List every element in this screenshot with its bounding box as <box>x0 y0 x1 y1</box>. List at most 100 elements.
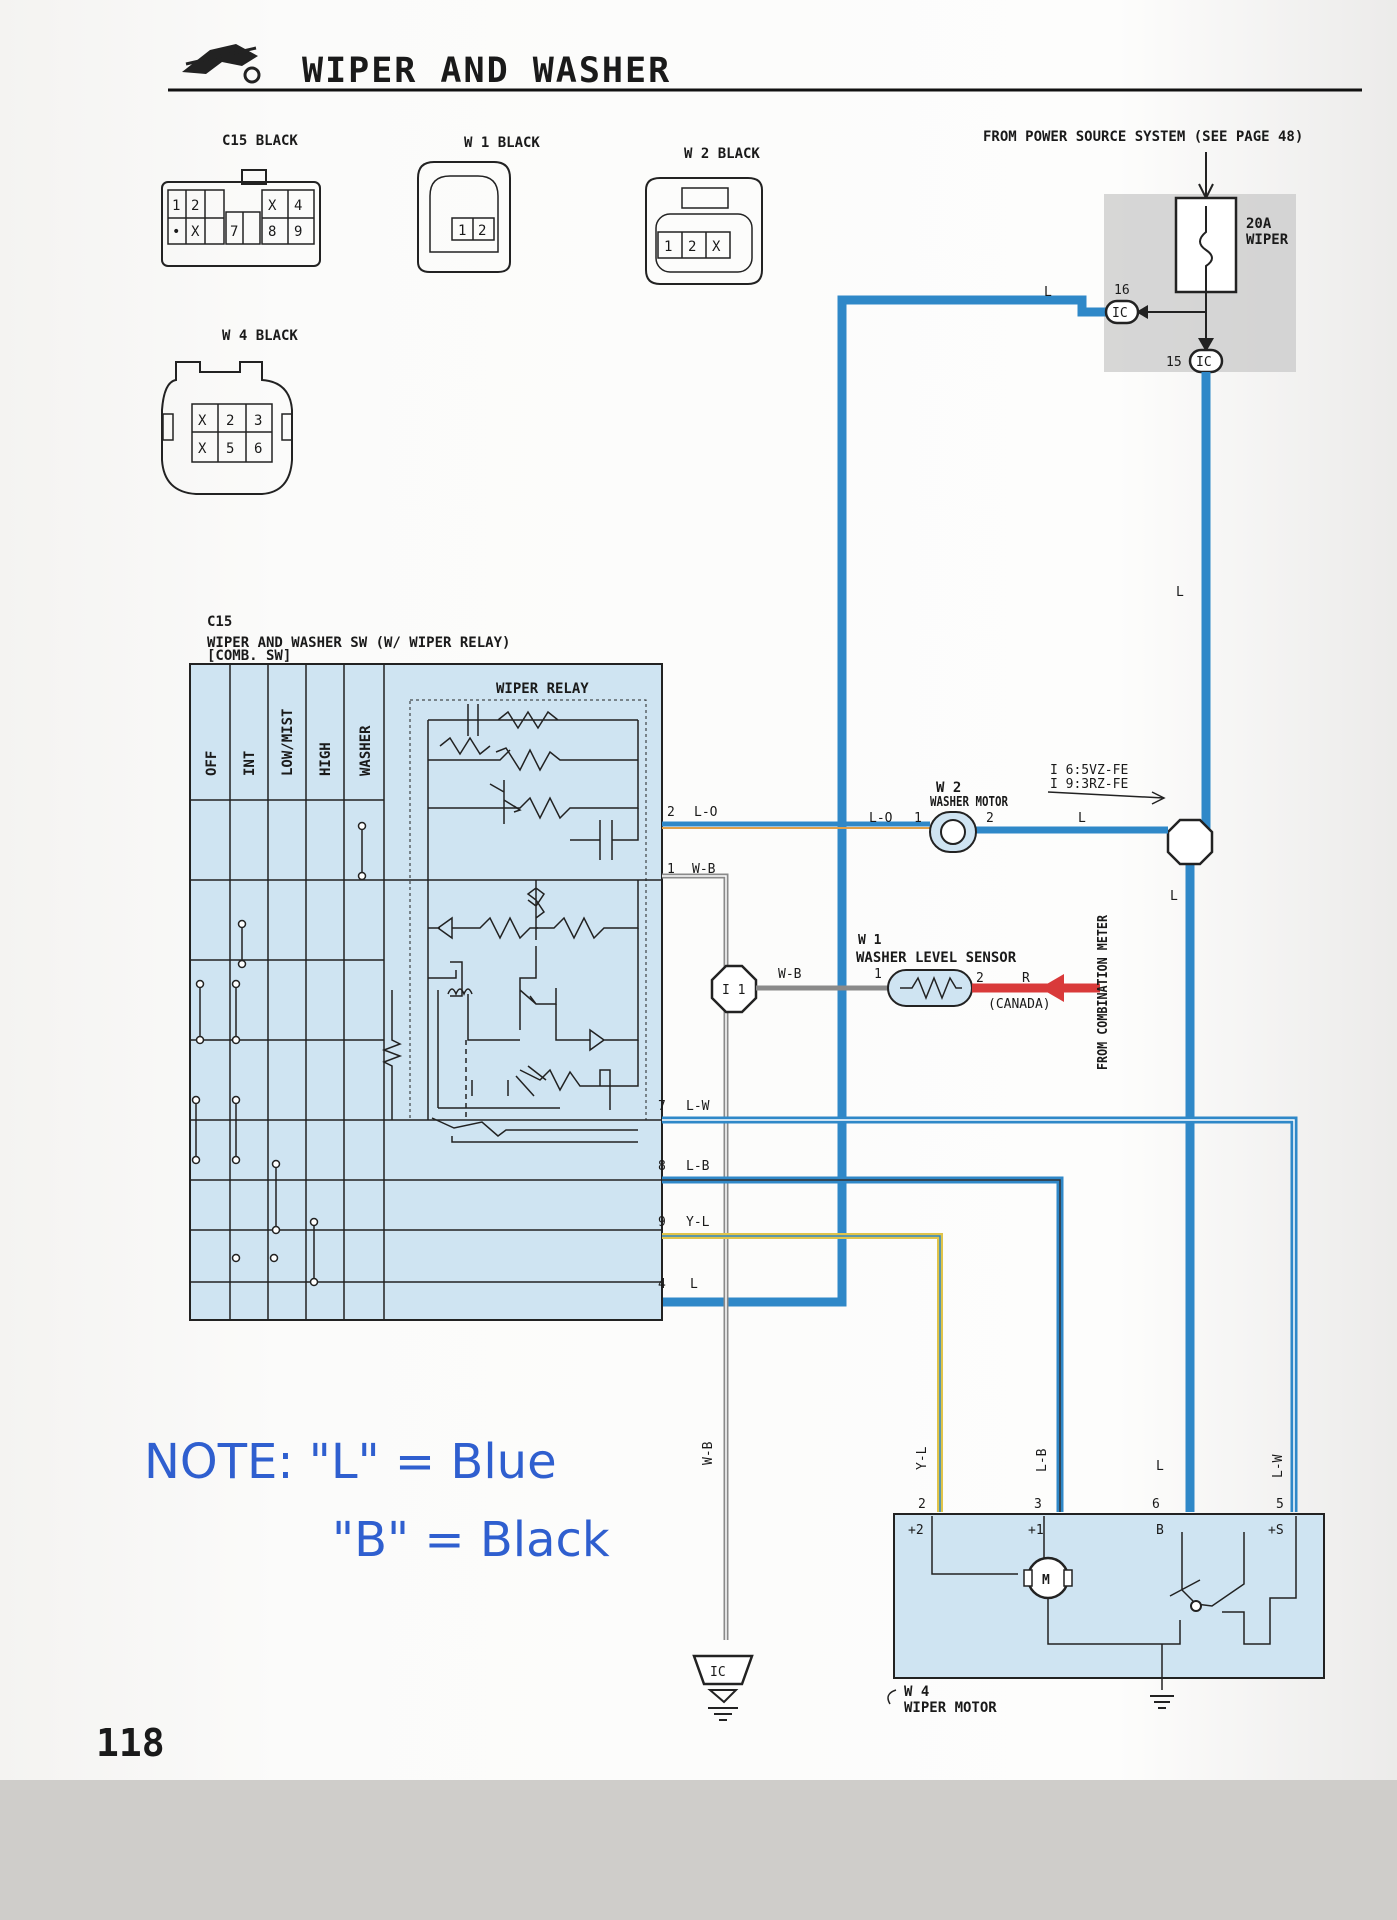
relay-box <box>409 699 647 1121</box>
washer-motor-icon <box>940 819 966 845</box>
w2-pin-x: X <box>712 239 721 255</box>
connector-w4 <box>161 361 293 495</box>
w4-pin-x2: X <box>198 441 207 457</box>
wiper-pin-3: 3 <box>1034 1497 1042 1512</box>
wiper-pin-5: 5 <box>1276 1497 1284 1512</box>
sensor-wire-right: R <box>1022 971 1030 986</box>
switch-block-frame <box>189 663 663 1321</box>
fuse-name: WIPER <box>1246 232 1289 248</box>
switch-subtitle: [COMB. SW] <box>207 648 291 664</box>
junction-16-number: 16 <box>1114 283 1130 298</box>
connector-w4-label: W 4 BLACK <box>222 328 298 344</box>
c15-pin-4: 4 <box>294 198 302 214</box>
switch-title: WIPER AND WASHER SW (W/ WIPER RELAY) <box>207 635 510 651</box>
wire-pin-4: 4 <box>658 1277 666 1292</box>
switch-ref: C15 <box>207 614 232 630</box>
connector-w2-label: W 2 BLACK <box>684 146 760 162</box>
wiper-term-2: +2 <box>908 1523 924 1538</box>
fuse-rating: 20A <box>1246 216 1272 232</box>
junction-i1 <box>710 964 758 1014</box>
svg-text:IC: IC <box>1196 355 1212 370</box>
wire-label-lw-vert: L-W <box>1271 1454 1286 1478</box>
washer-motor-label: WASHER MOTOR <box>930 795 1008 810</box>
c15-pin-8: 8 <box>268 224 276 240</box>
c15-pin-1: 1 <box>172 198 180 214</box>
wire-label-right-l: L <box>1176 585 1184 600</box>
switch-block-tint <box>190 664 662 1320</box>
sensor-label: WASHER LEVEL SENSOR <box>856 950 1017 966</box>
column-high: HIGH <box>318 742 334 776</box>
wiper-term-s: +S <box>1268 1523 1284 1538</box>
w4-pin-x1: X <box>198 413 207 429</box>
wire-label-top-l: L <box>1044 285 1052 300</box>
wire-code-8: L-B <box>686 1159 710 1174</box>
splice-note-line2: I 9:3RZ-FE <box>1050 777 1128 792</box>
relay-circuit <box>381 704 639 1143</box>
sensor-note: (CANADA) <box>988 997 1051 1012</box>
connector-w1-label: W 1 BLACK <box>464 135 540 151</box>
wire-l-b-pin8 <box>662 1176 1064 1512</box>
wire-label-lower-l: L <box>1156 1459 1164 1474</box>
wire-label-wb-vert: W-B <box>701 1441 716 1465</box>
column-off: OFF <box>204 751 220 776</box>
note-line2: "B" = Black <box>332 1512 610 1568</box>
w2-pin-1: 1 <box>664 239 672 255</box>
page-title: WIPER AND WASHER <box>302 51 671 91</box>
wiper-ground-icon <box>1150 1695 1174 1709</box>
wiper-motor-ref: W 4 <box>904 1684 929 1700</box>
wire-pin-9: 9 <box>658 1215 666 1230</box>
switch-contacts <box>191 821 367 1287</box>
wiper-cam-switch <box>1190 1600 1202 1612</box>
ground-ic <box>692 1654 754 1686</box>
sensor-pin-2: 2 <box>976 971 984 986</box>
wire-l-fuse-to-motor <box>1185 372 1211 1512</box>
connector-w2 <box>645 177 763 285</box>
wire-code-7: L-W <box>686 1099 710 1114</box>
w2-pin-2: 2 <box>688 239 696 255</box>
power-source-note: FROM POWER SOURCE SYSTEM (SEE PAGE 48) <box>983 129 1303 145</box>
wiper-motor-m: M <box>1042 1573 1050 1588</box>
connector-c15-label: C15 BLACK <box>222 133 298 149</box>
junction-15: IC <box>1188 348 1224 374</box>
ground-icon <box>707 1689 739 1721</box>
c15-pin-x1: X <box>268 198 277 214</box>
wiper-term-b: B <box>1156 1523 1164 1538</box>
wiper-motor-internals <box>931 1516 1297 1690</box>
fuse-element-icon <box>1199 206 1213 292</box>
washer-wire-out: L <box>1078 811 1086 826</box>
w1-pin-2: 2 <box>478 223 486 239</box>
wire-code-4: L <box>690 1277 698 1292</box>
junction-i1-label: I 1 <box>722 983 745 998</box>
connector-w1 <box>417 161 511 273</box>
header-icon <box>182 44 261 84</box>
sensor-from-label: FROM COMBINATION METER <box>1096 915 1111 1070</box>
w4-pin-3: 3 <box>254 413 262 429</box>
connector-c15 <box>161 169 321 267</box>
column-washer: WASHER <box>358 725 374 776</box>
c15-pin-9: 9 <box>294 224 302 240</box>
wire-y-l-pin9 <box>662 1233 943 1512</box>
w4-pin-2: 2 <box>226 413 234 429</box>
sensor-ref: W 1 <box>858 933 882 948</box>
w1-pin-1: 1 <box>458 223 466 239</box>
splice-note-line1: I 6:5VZ-FE <box>1050 763 1128 778</box>
wire-pin-8: 8 <box>658 1159 666 1174</box>
washer-motor-ref: W 2 <box>936 780 961 796</box>
c15-pin-x2: X <box>191 224 200 240</box>
wire-code-9: Y-L <box>686 1215 710 1230</box>
sensor-pin-1: 1 <box>874 967 882 982</box>
wiper-term-1: +1 <box>1028 1523 1044 1538</box>
wire-l-pin4 <box>650 295 1112 1307</box>
wiper-pin-2: 2 <box>918 1497 926 1512</box>
junction-15-number: 15 <box>1166 355 1182 370</box>
switch-position-grid <box>190 664 662 1320</box>
wire-pin-2: 2 <box>667 805 675 820</box>
sensor-resistor-icon <box>900 975 962 1001</box>
wire-label-mid-l: L <box>1170 889 1178 904</box>
wire-pin-1: 1 <box>667 862 675 877</box>
relay-label: WIPER RELAY <box>496 681 589 697</box>
splice-point <box>1166 818 1214 866</box>
wire-pin-7: 7 <box>658 1099 666 1114</box>
c15-pin-7: 7 <box>230 224 238 240</box>
